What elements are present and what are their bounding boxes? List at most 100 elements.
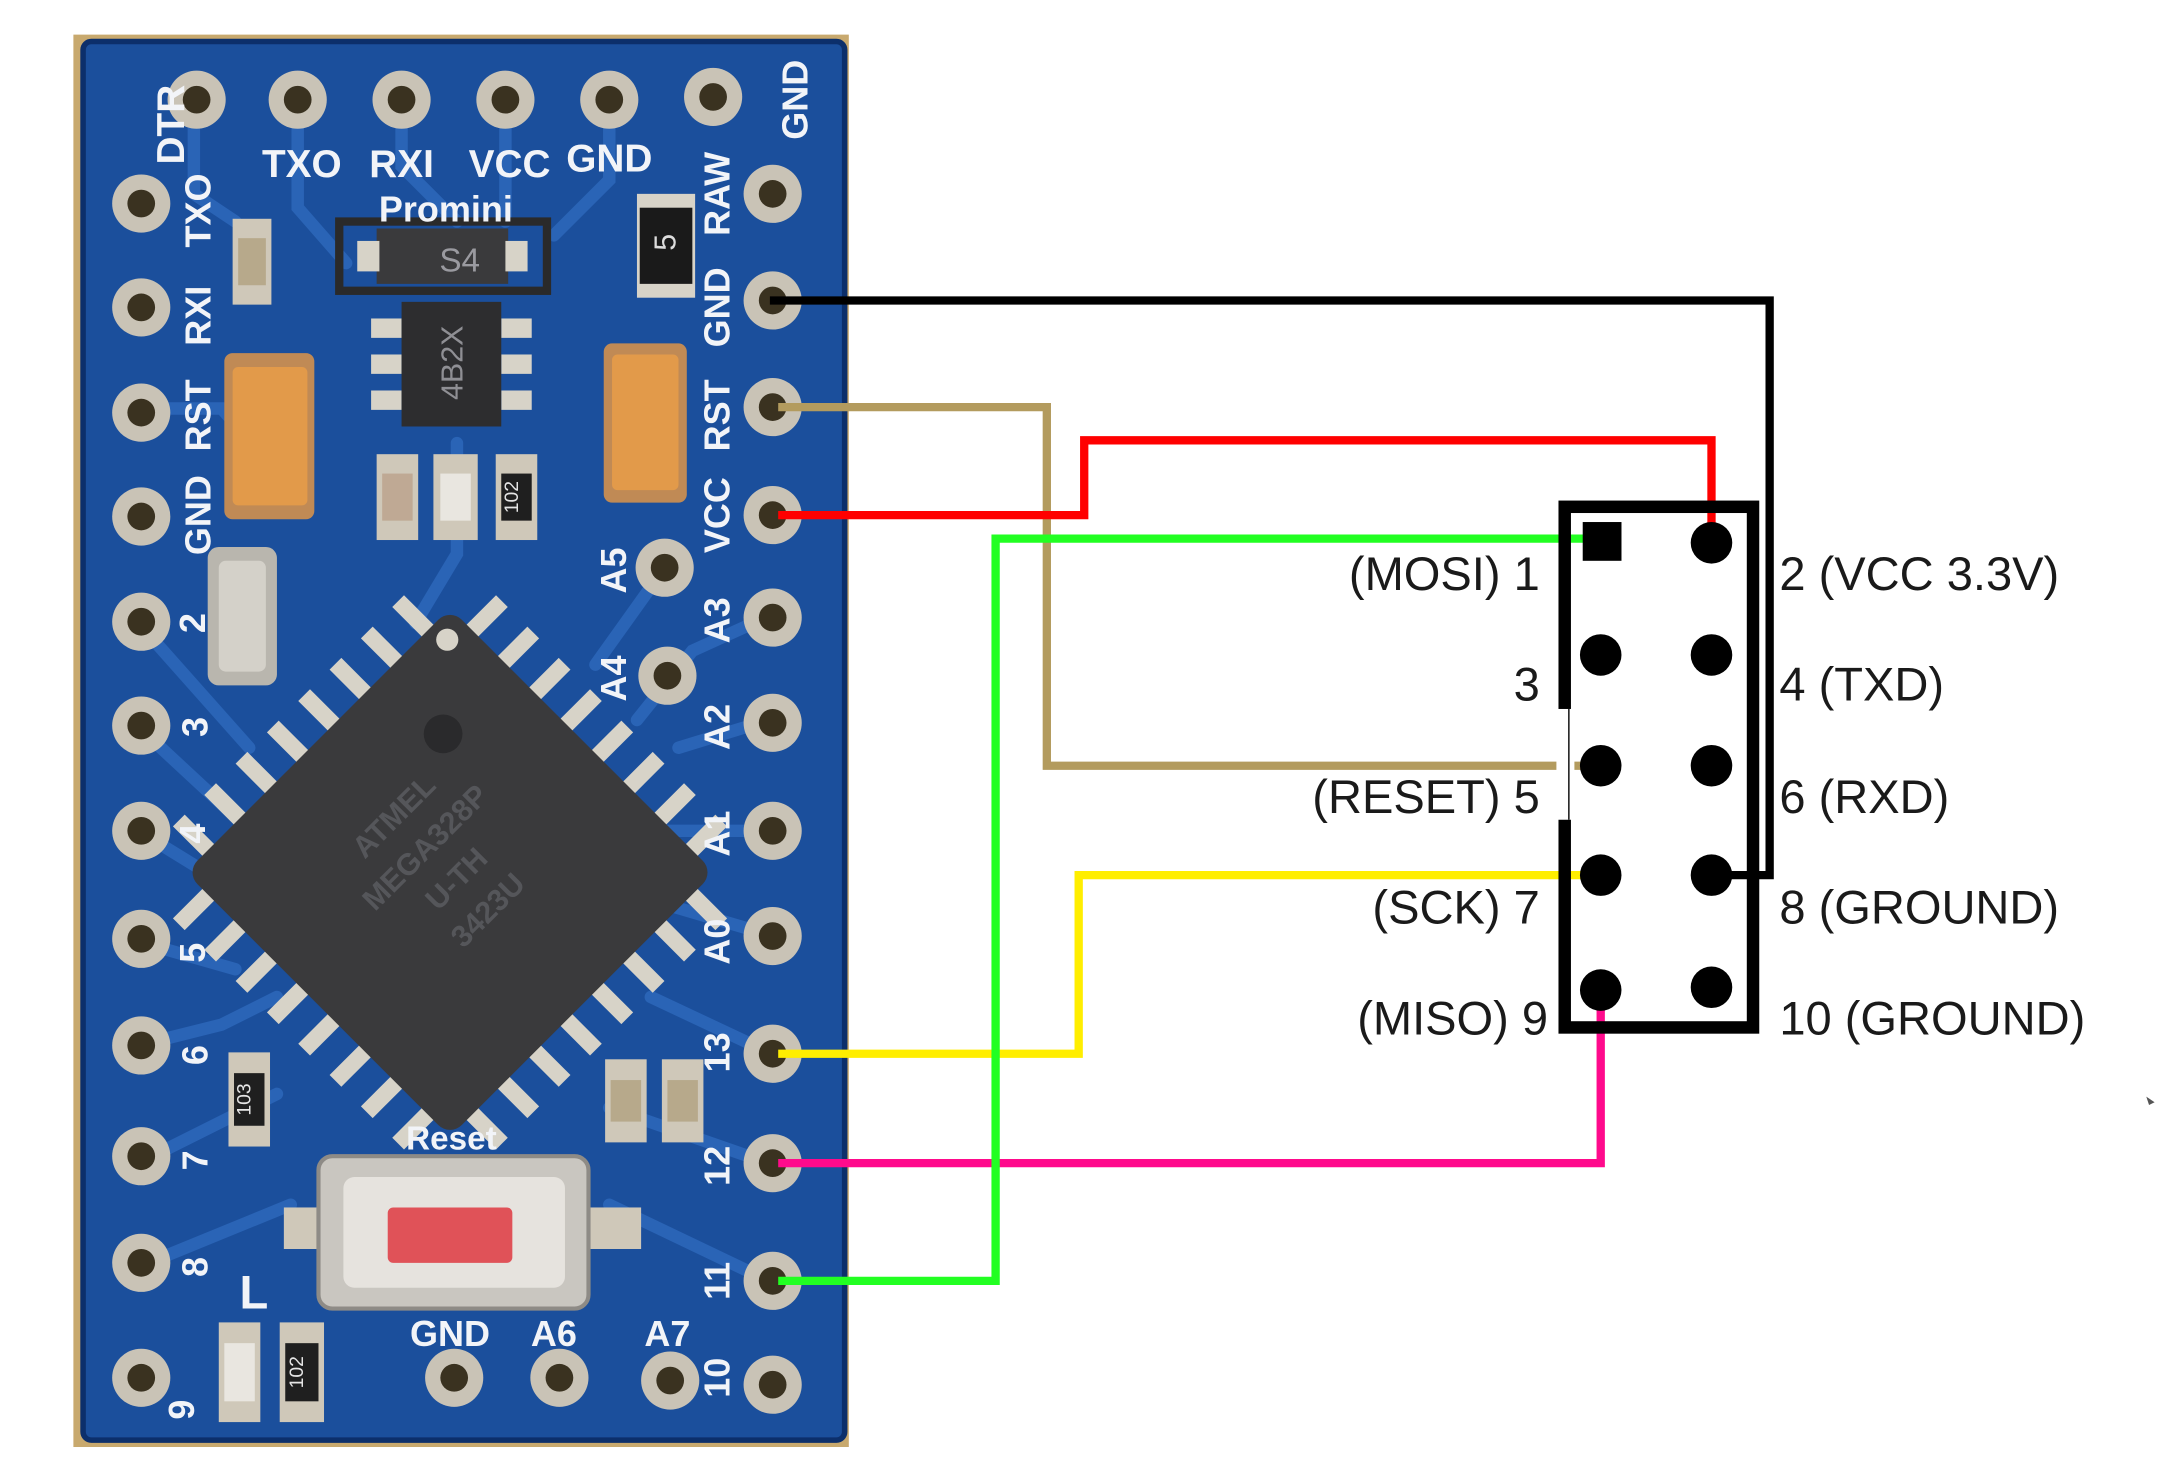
header-pad-hole — [127, 924, 156, 953]
silk-right-raw: RAW — [697, 152, 738, 236]
header-pad-hole — [440, 1363, 469, 1392]
regulator-marking: 4B2X — [435, 326, 469, 401]
header-pad-hole — [650, 553, 679, 582]
connector-pin-5 — [1579, 744, 1622, 787]
silk-right-rst: RST — [697, 379, 738, 451]
silk-top-gnd: GND — [566, 138, 652, 181]
chip-leg — [462, 595, 508, 641]
pin-label-7: (SCK) 7 — [1372, 881, 1539, 934]
header-pad-hole — [127, 1248, 156, 1277]
chip-pin1-dot — [423, 714, 463, 754]
chip-leg — [172, 814, 218, 860]
silk-right-gnd-top: GND — [774, 60, 815, 140]
chip-leg — [266, 979, 312, 1025]
silk-right-11: 11 — [697, 1262, 738, 1300]
orange-capacitor-right — [603, 343, 687, 503]
silk-left-9: 9 — [161, 1400, 202, 1420]
silk-left-rxi: RXI — [177, 286, 218, 346]
silk-left-4: 4 — [172, 824, 213, 844]
header-pad-hole — [127, 1363, 156, 1392]
diode: S4 — [335, 217, 552, 295]
chip-leg — [235, 751, 281, 797]
silk-left-txo: TXO — [177, 173, 218, 247]
chip-leg — [556, 1010, 602, 1056]
chip-leg — [650, 916, 696, 962]
silk-left-3: 3 — [175, 717, 216, 737]
pin-label-6: 6 (RXD) — [1779, 770, 1949, 823]
connector-pin-3 — [1579, 634, 1622, 676]
pin-label-1: (MOSI) 1 — [1349, 547, 1540, 600]
pin-label-5: (RESET) 5 — [1312, 770, 1540, 823]
chip-leg — [556, 689, 602, 735]
connector-pin-4 — [1690, 634, 1733, 676]
chip-fiducial — [436, 628, 459, 651]
orange-capacitor-left — [224, 353, 315, 520]
connector-pin-10 — [1690, 966, 1733, 1009]
resistor-marking-1: 102 — [501, 481, 523, 513]
header-pad-hole — [127, 816, 156, 845]
header-pad-hole — [656, 1366, 685, 1395]
silk-top-dtr: DTR — [150, 85, 193, 165]
chip-leg — [329, 657, 375, 703]
board-name: Promini — [379, 189, 513, 230]
connector-pin-9 — [1579, 969, 1622, 1011]
chip-leg — [298, 1010, 344, 1056]
resistor-marking-3: 102 — [286, 1356, 308, 1388]
chip-leg — [360, 626, 406, 672]
header-pad-hole — [758, 922, 787, 950]
header-pad-hole — [182, 85, 211, 114]
connector-pin-6 — [1690, 744, 1733, 787]
connector-pin-2 — [1690, 522, 1733, 564]
chip-leg — [392, 595, 438, 641]
wire-13-to-7 — [778, 870, 1601, 1058]
header-pad-hole — [758, 1370, 787, 1399]
top-header-labels: DTR TXO RXI VCC GND Promini — [150, 85, 652, 230]
voltage-regulator: 4B2X — [371, 301, 532, 427]
chip-leg — [462, 1104, 508, 1150]
header-pad-hole — [283, 85, 312, 114]
left-pin-labels: TXO RXI RST GND 2 3 4 5 6 7 8 9 — [161, 173, 219, 1419]
reset-silk-label: Reset — [406, 1120, 496, 1157]
header-pad-hole — [758, 816, 787, 845]
header-pad-hole — [127, 293, 156, 322]
header-pad-hole — [699, 83, 727, 111]
silk-left-5: 5 — [172, 943, 213, 963]
diode-marking: S4 — [439, 242, 480, 279]
stray-mark — [2146, 1096, 2155, 1105]
pin-label-3: 3 — [1514, 658, 1540, 711]
header-pad-hole — [545, 1363, 574, 1392]
silk-right-gnd: GND — [697, 267, 738, 347]
header-pad-hole — [127, 502, 156, 531]
silk-right-12: 12 — [697, 1146, 738, 1186]
pin-label-10: 10 (GROUND) — [1779, 991, 2085, 1044]
reset-button: Reset — [283, 1120, 642, 1311]
header-pad-hole — [758, 501, 787, 529]
chip-leg — [525, 657, 571, 703]
header-pad-hole — [758, 708, 787, 737]
header-pad-hole — [387, 85, 416, 114]
pin-label-9: (MISO) 9 — [1357, 991, 1548, 1044]
silk-top-vcc: VCC — [469, 143, 551, 186]
chip-leg — [588, 720, 634, 766]
smd-parts: 102 103 102 — [207, 218, 704, 1423]
silk-right-a0: A0 — [697, 919, 738, 965]
silk-left-8: 8 — [175, 1257, 216, 1277]
chip-leg — [525, 1041, 571, 1087]
right-pin-labels: GND RAW GND RST VCC A3 A2 A1 A0 13 12 11… — [697, 60, 816, 1398]
silk-left-2: 2 — [172, 613, 213, 633]
wire-vcc-to-2 — [778, 436, 1716, 543]
cap-marking: 5 — [649, 234, 683, 251]
resistor-marking-2: 103 — [234, 1083, 256, 1115]
atmega-chip: ATMEL MEGA328P U-TH 3423U — [172, 595, 728, 1150]
silk-right-vcc: VCC — [697, 477, 738, 553]
chip-leg — [298, 689, 344, 735]
chip-leg — [204, 783, 250, 829]
chip-leg — [619, 751, 665, 797]
chip-leg — [494, 626, 540, 672]
silk-inner-a5: A5 — [593, 547, 634, 593]
pin-label-4: 4 (TXD) — [1779, 658, 1944, 711]
promini-board: ATMEL MEGA328P U-TH 3423U 4B2X S4 — [73, 34, 849, 1448]
wire-11-to-1 — [778, 534, 1601, 1286]
wire-12-to-9 — [778, 990, 1605, 1168]
